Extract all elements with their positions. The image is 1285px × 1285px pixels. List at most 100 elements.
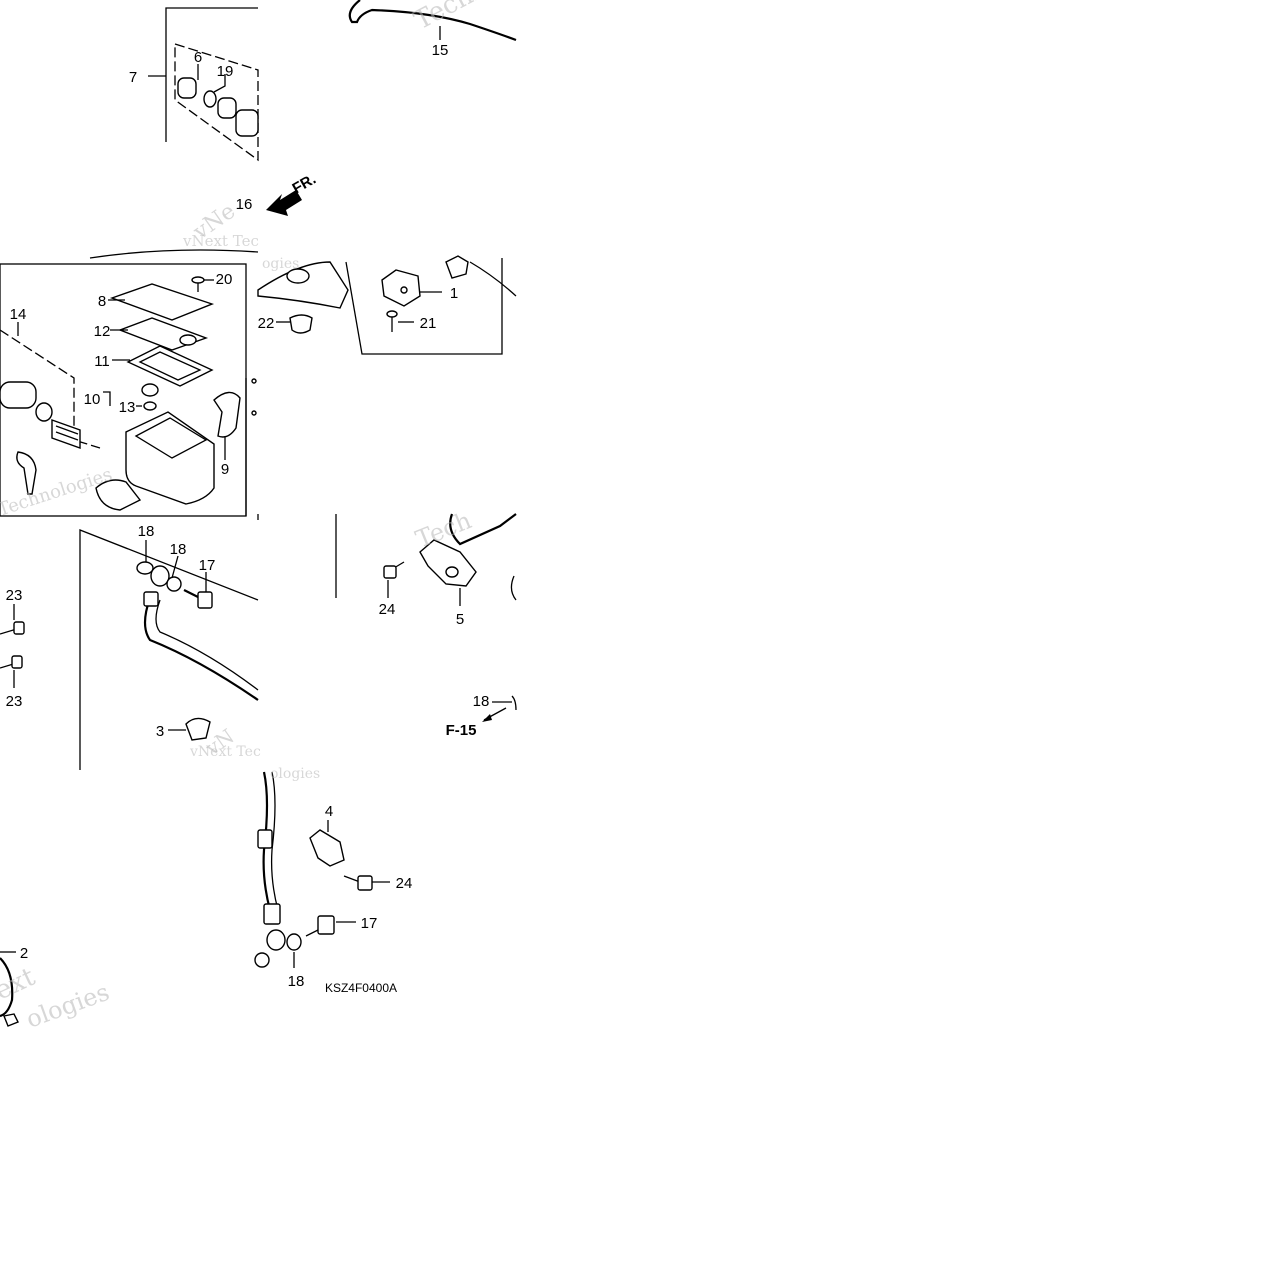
reference-f15: F-15 xyxy=(446,722,477,739)
pivot-hole xyxy=(286,268,310,284)
front-arrow: FR. xyxy=(266,171,319,216)
part-15-lever xyxy=(348,0,517,42)
washer-lower-1 xyxy=(254,952,270,968)
bolt-23b-head xyxy=(11,655,23,669)
label-7: 7 xyxy=(129,69,137,86)
part-17-bolt-head xyxy=(197,591,213,609)
part-22-grommet xyxy=(289,314,313,334)
bolt-24b-head xyxy=(357,875,373,891)
lower-hose-group xyxy=(254,771,390,968)
label-18c: 18 xyxy=(473,693,490,710)
f15-arrow-head xyxy=(482,714,492,722)
piston-spring xyxy=(51,419,81,449)
label-3: 3 xyxy=(156,723,164,740)
part-12-plate xyxy=(118,317,209,351)
hose-fitting-lower xyxy=(263,903,281,925)
label-24b: 24 xyxy=(396,875,413,892)
lever-outline xyxy=(89,249,259,259)
part-3-clamp xyxy=(185,717,211,741)
label-21: 21 xyxy=(420,315,437,332)
switch-frame xyxy=(345,258,503,355)
fitting-dot-1 xyxy=(251,378,257,384)
label-17b: 17 xyxy=(361,915,378,932)
part-5-clamp xyxy=(419,539,477,587)
label-24a: 24 xyxy=(379,601,396,618)
label-8: 8 xyxy=(98,293,106,310)
screw-20-head xyxy=(191,276,205,284)
watermark-10: ext xyxy=(0,962,40,1007)
label-15: 15 xyxy=(432,42,449,59)
part-4-clamp xyxy=(309,829,345,867)
watermark-9: ologies xyxy=(270,766,320,782)
piston-kit-group xyxy=(148,7,259,162)
part-6-seal xyxy=(177,77,197,99)
piston-body xyxy=(0,381,37,409)
watermark-5: ogies xyxy=(262,256,299,272)
fitting-edge xyxy=(510,575,517,601)
fitting-dot-2 xyxy=(251,410,257,416)
label-1: 1 xyxy=(450,285,458,302)
hose-fitting xyxy=(143,591,159,607)
watermark-1: vNext Tec xyxy=(182,232,259,250)
part-18b-washer xyxy=(166,576,182,592)
label-18d: 18 xyxy=(288,973,305,990)
switch-wire xyxy=(469,261,517,297)
part-19-washer xyxy=(203,90,217,108)
label-9: 9 xyxy=(221,461,229,478)
part-18a-washer xyxy=(136,561,154,575)
watermark-6: vNext Tec xyxy=(189,744,261,760)
clamp-5-group xyxy=(383,513,517,722)
diaphragm-inner xyxy=(138,351,202,381)
label-11: 11 xyxy=(94,353,110,370)
hose-collar-1 xyxy=(257,829,273,849)
label-16: 16 xyxy=(236,196,253,213)
bolt-23a-head xyxy=(13,621,25,635)
cylinder-mount xyxy=(95,479,142,511)
spring-coils xyxy=(55,425,79,441)
leader-10 xyxy=(103,391,111,406)
leader-18b xyxy=(171,555,179,579)
label-6: 6 xyxy=(194,49,202,66)
label-5: 5 xyxy=(456,611,464,628)
label-18b: 18 xyxy=(170,541,187,558)
hose-banjo xyxy=(150,565,170,587)
label-19: 19 xyxy=(217,63,234,80)
kit-bracket xyxy=(165,7,258,142)
cylinder-body xyxy=(125,411,215,505)
label-10: 10 xyxy=(84,391,101,408)
part-piston xyxy=(235,109,259,137)
master-cylinder-group xyxy=(0,276,241,511)
label-23a: 23 xyxy=(6,587,23,604)
bolt-17b-head xyxy=(317,915,335,935)
label-22: 22 xyxy=(258,315,275,332)
part-9-holder xyxy=(213,391,241,438)
brake-lever-group xyxy=(348,0,517,42)
brake-hose-lower-inner xyxy=(270,771,279,911)
label-12: 12 xyxy=(94,323,111,340)
label-4: 4 xyxy=(325,803,333,820)
upper-hose-group xyxy=(0,540,259,741)
part-13-ring xyxy=(143,401,157,411)
washer-18c xyxy=(511,695,517,711)
label-17a: 17 xyxy=(199,557,216,574)
label-23b: 23 xyxy=(6,693,23,710)
caliper-bolt xyxy=(3,1013,19,1027)
part-8-cap xyxy=(109,283,215,321)
switch-terminal xyxy=(400,286,408,294)
label-20: 20 xyxy=(216,271,233,288)
lever-end xyxy=(449,513,517,546)
plate-boss xyxy=(179,334,197,346)
pivot-bolt xyxy=(16,451,37,495)
caliper-edge-group xyxy=(0,951,19,1027)
clamp-5-hole xyxy=(445,566,459,578)
part-18d-washer xyxy=(286,933,302,951)
brake-hose-upper xyxy=(143,597,259,701)
brake-switch-group xyxy=(245,255,517,516)
kit-dashed-box xyxy=(174,43,259,162)
label-2: 2 xyxy=(20,945,28,962)
brake-hose-upper-inner xyxy=(155,599,259,691)
diagram-code: KSZ4F0400A xyxy=(325,981,397,995)
part-cup xyxy=(217,97,237,119)
